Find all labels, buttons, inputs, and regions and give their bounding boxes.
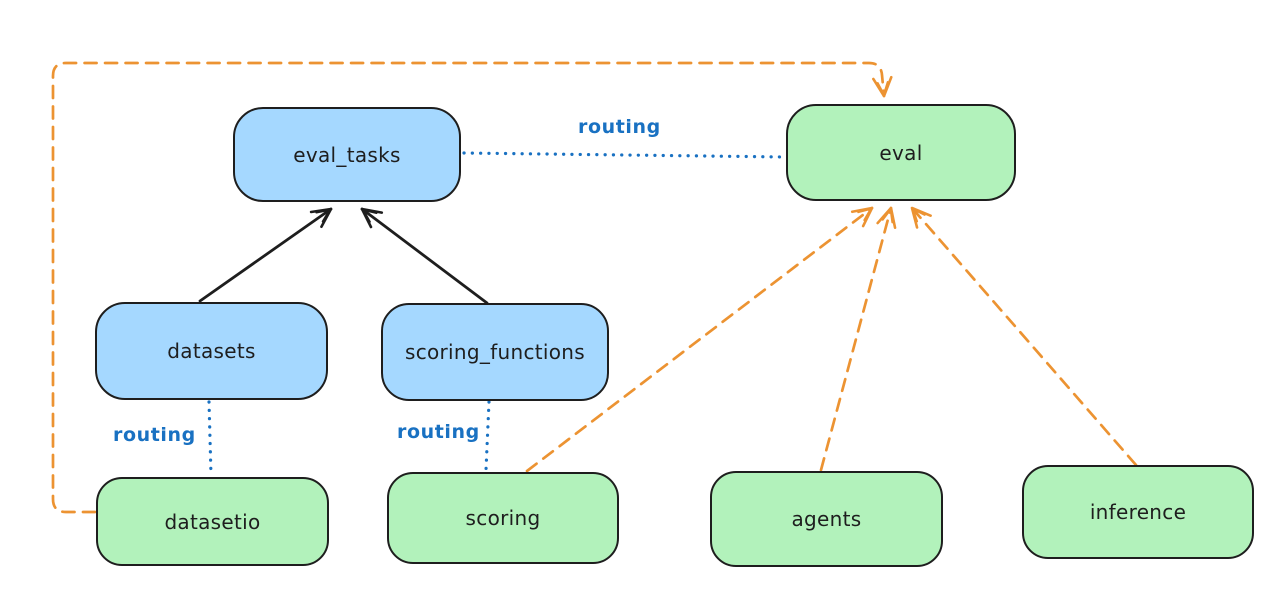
edge-scoring-to-eval [525,206,874,473]
edge-scoring-functions-to-eval-tasks [360,207,489,305]
node-label: inference [1089,500,1187,524]
edge-agents-to-eval [819,206,897,472]
node-scoring: scoring [387,472,619,564]
edge-inference-to-eval [910,206,1138,467]
node-datasetio: datasetio [96,477,329,566]
node-agents: agents [710,471,943,567]
node-label: eval_tasks [293,142,401,167]
node-label: datasets [167,339,256,363]
routing-label-datasets-datasetio: routing [113,424,196,446]
node-label: eval [879,140,923,165]
node-datasets: datasets [95,302,328,400]
node-eval: eval [786,104,1016,201]
node-label: scoring_functions [404,340,586,364]
node-label: agents [791,507,862,531]
node-eval-tasks: eval_tasks [233,107,461,202]
edge-eval-tasks-to-eval-routing [462,151,788,159]
node-label: datasetio [164,509,261,534]
edge-datasetio-to-eval [51,61,893,514]
edge-datasets-to-datasetio-routing [207,400,213,477]
node-inference: inference [1022,465,1254,559]
routing-label-scoring-functions-scoring: routing [397,421,480,443]
edge-scoring-functions-to-scoring-routing [484,400,491,472]
node-label: scoring [465,506,541,530]
routing-label-eval-tasks-eval: routing [578,116,661,138]
edge-datasets-to-eval-tasks [198,207,333,303]
node-scoring-functions: scoring_functions [381,303,609,401]
